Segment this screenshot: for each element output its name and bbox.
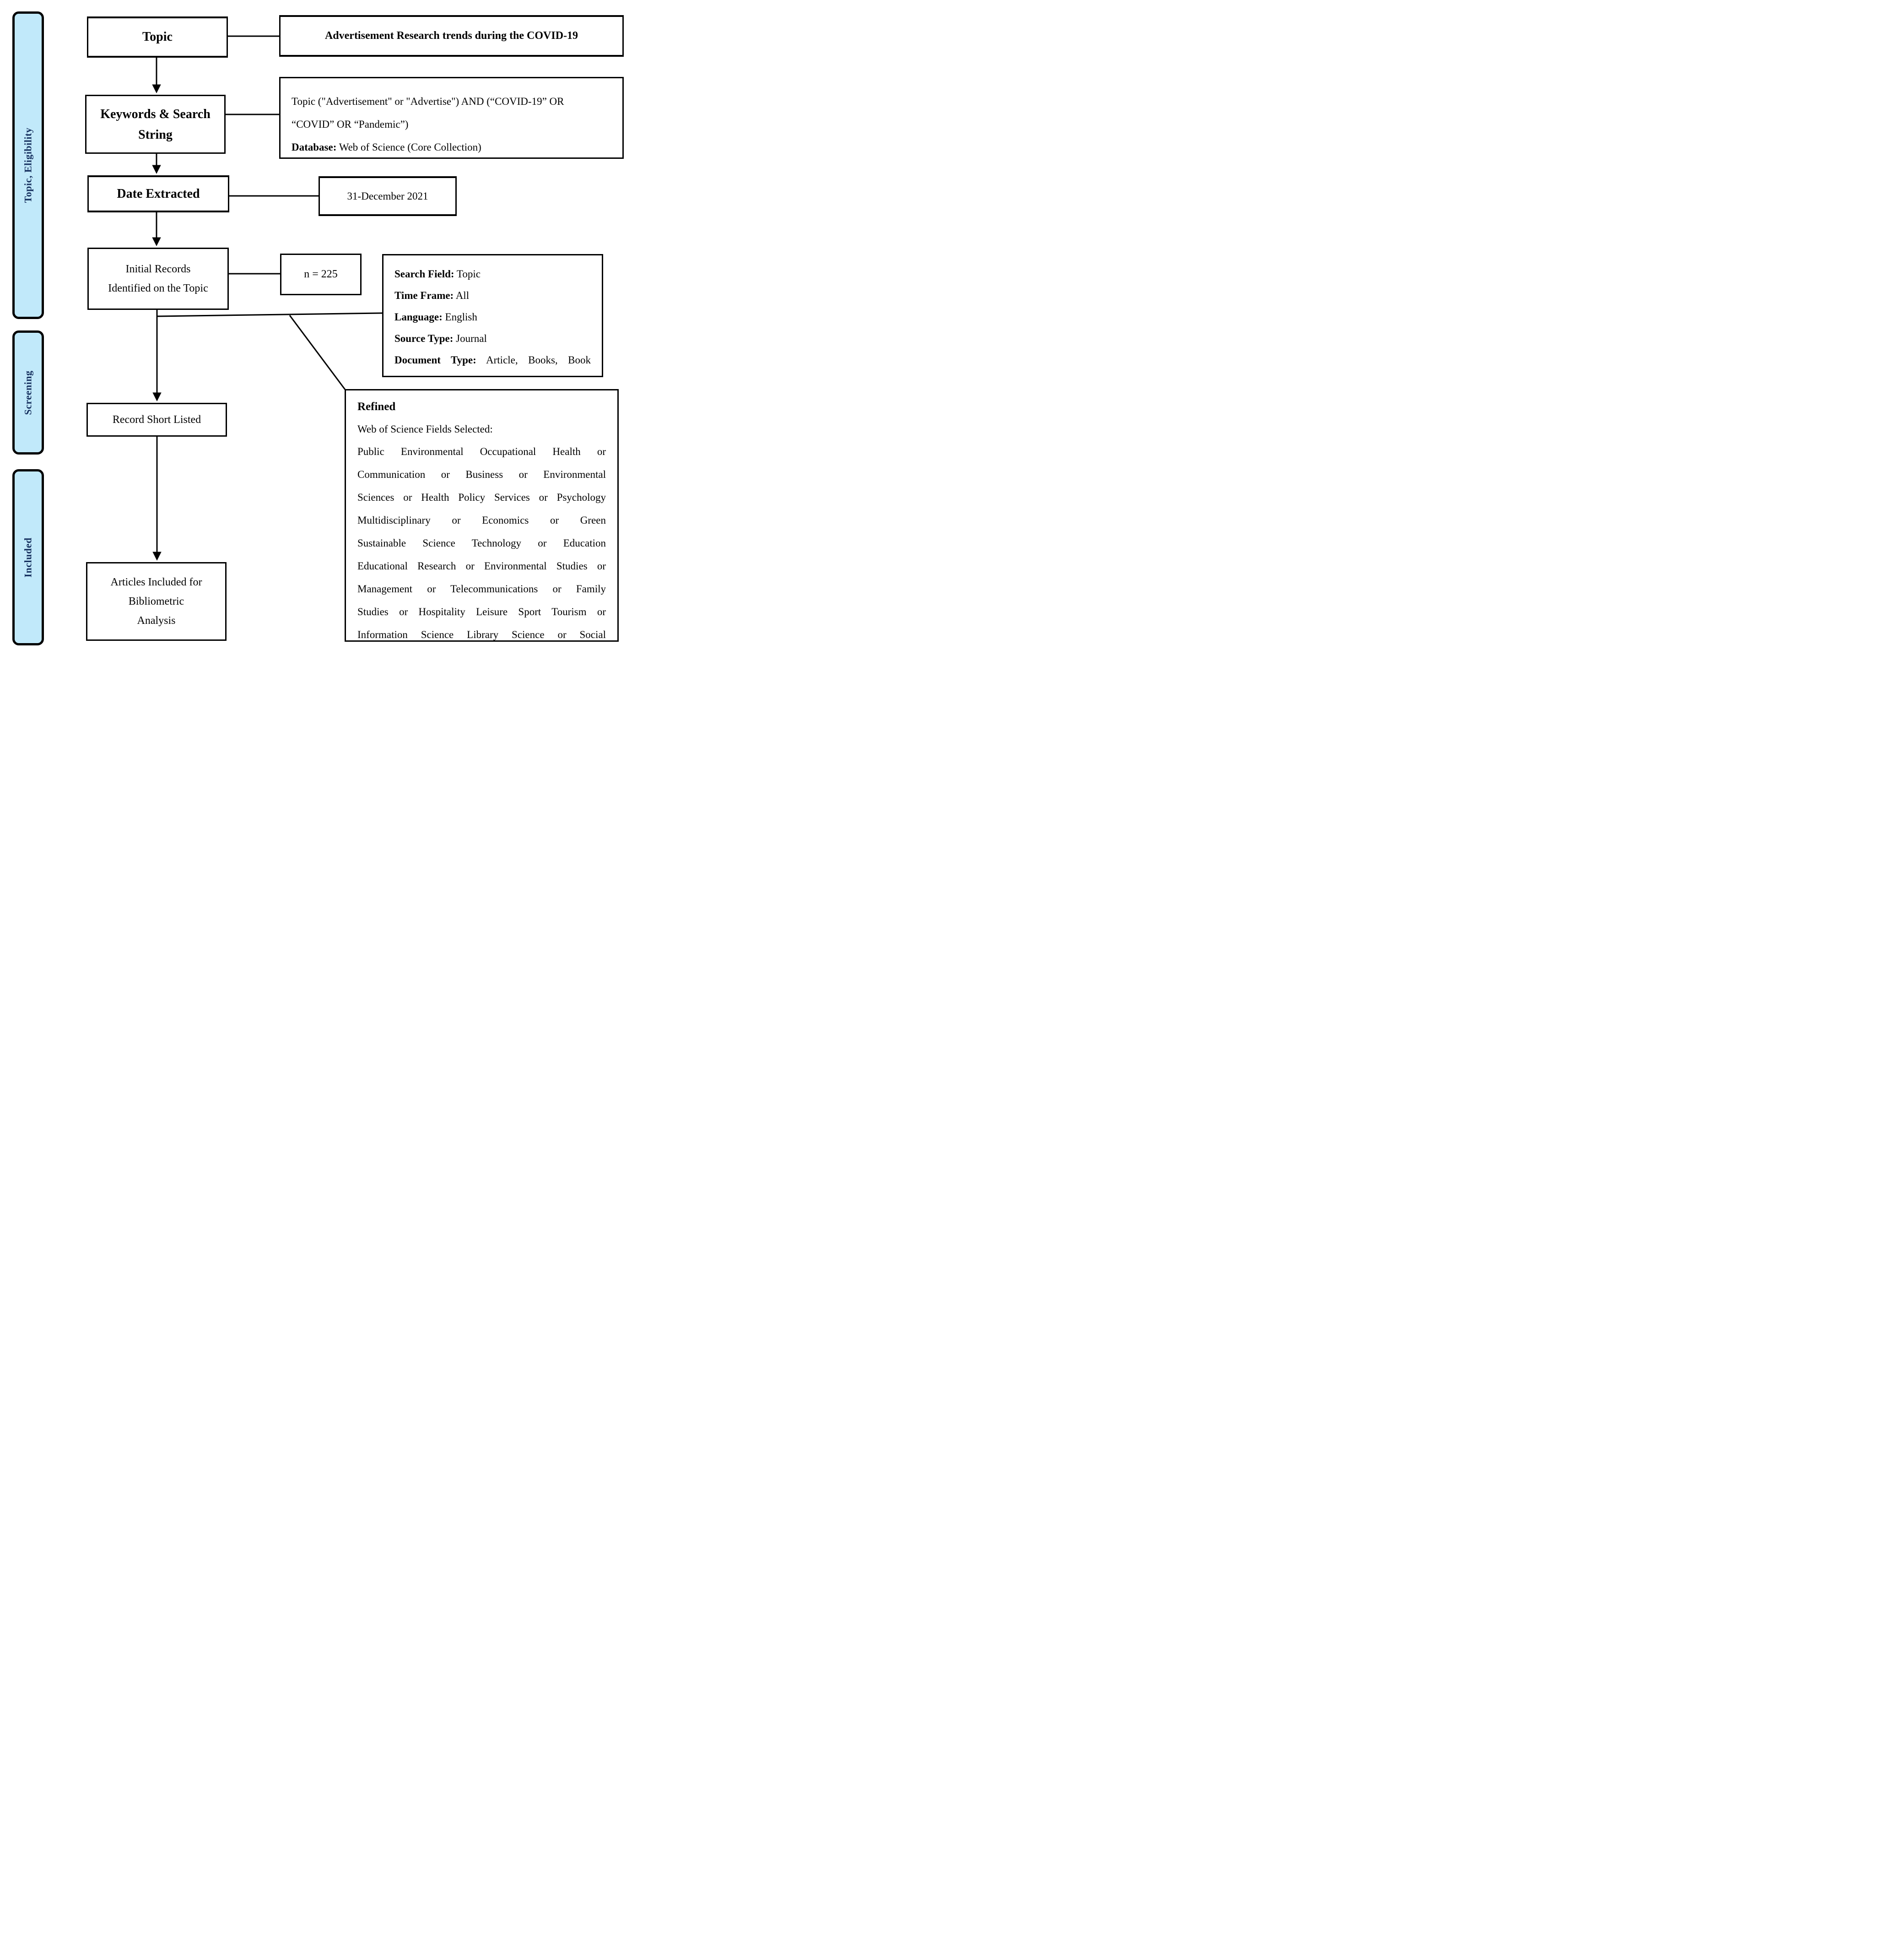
criteria-label: Time Frame:	[394, 290, 454, 301]
connector-branch-refined	[289, 315, 346, 390]
flow-diagram-canvas: Topic, Eligibility Screening Included To…	[0, 0, 628, 653]
criteria-value: All	[454, 290, 470, 301]
refined-line: Information Science Library Science or S…	[357, 629, 606, 640]
flow-box-label-line: Bibliometric	[128, 596, 184, 607]
flow-box-label-line: String	[138, 127, 173, 142]
detail-box-record-count: n = 225	[280, 254, 362, 295]
database-label: Database:	[292, 141, 337, 153]
flow-box-keywords-search-string: Keywords & Search String	[85, 95, 226, 154]
refined-line: Sustainable Science Technology or Educat…	[357, 537, 606, 549]
refined-line: Multidisciplinary or Economics or Green	[357, 514, 606, 526]
flow-box-label-line: Initial Records	[125, 263, 191, 275]
flow-box-articles-included: Articles Included for Bibliometric Analy…	[86, 562, 227, 641]
criteria-row: Time Frame: All	[394, 285, 591, 306]
refined-line: Communication or Business or Environment…	[357, 469, 606, 480]
refined-line: Studies or Hospitality Leisure Sport Tou…	[357, 606, 606, 617]
stage-band-label: Topic, Eligibility	[22, 127, 34, 203]
criteria-value: English	[442, 311, 477, 323]
criteria-label: Language:	[394, 311, 443, 323]
detail-box-advertisement-topic: Advertisement Research trends during the…	[279, 15, 624, 57]
stage-band-label: Included	[22, 537, 34, 578]
criteria-row: Search Field: Topic	[394, 263, 591, 285]
stage-band-screening: Screening	[12, 330, 44, 455]
flow-box-label: Date Extracted	[117, 186, 200, 201]
detail-box-search-criteria: Search Field: Topic Time Frame: All Lang…	[382, 254, 603, 377]
search-string-database-line: Database: Web of Science (Core Collectio…	[292, 136, 611, 157]
stage-band-included: Included	[12, 469, 44, 645]
criteria-label: Document Type:	[394, 354, 476, 366]
criteria-value: Article, Books, Book	[476, 354, 591, 366]
refined-line: Public Environmental Occupational Health…	[357, 446, 606, 457]
criteria-value: Journal	[453, 333, 487, 344]
detail-box-date-extracted-value: 31-December 2021	[319, 176, 457, 216]
detail-box-refined-fields: Refined Web of Science Fields Selected: …	[345, 389, 619, 642]
flow-box-label-line: Analysis	[137, 615, 176, 627]
detail-text: Advertisement Research trends during the…	[324, 30, 578, 42]
refined-subtitle: Web of Science Fields Selected:	[357, 423, 493, 435]
connector-branch-criteria	[157, 312, 383, 317]
search-string-line: Topic ("Advertisement" or "Advertise") A…	[292, 96, 564, 107]
flow-box-topic: Topic	[87, 16, 228, 58]
database-value: Web of Science (Core Collection)	[336, 141, 481, 153]
flow-box-label-line: Articles Included for	[110, 576, 202, 588]
refined-line: Sciences or Health Policy Services or Ps…	[357, 492, 606, 503]
flow-box-date-extracted: Date Extracted	[87, 175, 229, 212]
criteria-row: Document Type: Article, Books, Book	[394, 349, 591, 371]
stage-band-topic-eligibility: Topic, Eligibility	[12, 11, 44, 319]
criteria-value: Topic	[454, 268, 481, 280]
flow-box-initial-records: Initial Records Identified on the Topic	[87, 248, 229, 310]
record-count-value: n = 225	[304, 268, 338, 280]
flow-box-label: Record Short Listed	[112, 414, 201, 426]
flow-box-label-line: Keywords & Search	[100, 107, 211, 121]
flow-box-label: Topic	[142, 30, 173, 44]
refined-title: Refined	[357, 401, 396, 413]
search-string-line: “COVID” OR “Pandemic”)	[292, 119, 409, 130]
criteria-label: Search Field:	[394, 268, 454, 280]
refined-line: Educational Research or Environmental St…	[357, 560, 606, 572]
criteria-label: Source Type:	[394, 333, 454, 344]
detail-box-search-string: Topic ("Advertisement" or "Advertise") A…	[279, 77, 624, 159]
criteria-row: Source Type: Journal	[394, 328, 591, 349]
flow-box-label-line: Identified on the Topic	[108, 282, 208, 294]
flow-box-record-short-listed: Record Short Listed	[86, 403, 227, 437]
stage-band-label: Screening	[22, 370, 34, 415]
refined-line: Management or Telecommunications or Fami…	[357, 583, 606, 595]
criteria-row: Language: English	[394, 306, 591, 328]
detail-text: 31-December 2021	[347, 190, 428, 202]
